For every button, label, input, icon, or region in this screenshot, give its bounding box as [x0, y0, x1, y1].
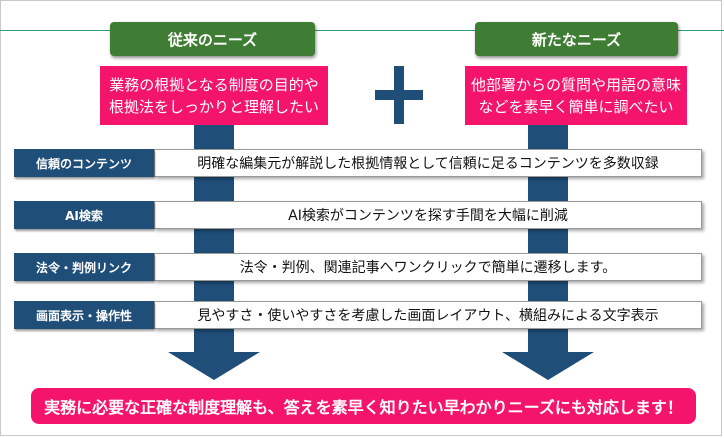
left-arrow-down-icon — [168, 352, 260, 380]
new-need-line-2: などを素早く簡単に調べたい — [478, 97, 674, 116]
top-divider — [0, 30, 724, 31]
feature-description: 明確な編集元が解説した根拠情報として信頼に足るコンテンツを多数収録 — [154, 149, 702, 177]
new-need-line-1: 他部署からの質問や用語の意味 — [471, 75, 682, 94]
feature-description: AI検索がコンテンツを探す手間を大幅に削減 — [154, 201, 702, 229]
traditional-needs-header: 従来のニーズ — [110, 22, 315, 56]
traditional-need-line-1: 業務の根拠となる制度の目的や — [109, 75, 319, 94]
feature-label: AI検索 — [14, 201, 154, 229]
feature-description: 見やすさ・使いやすさを考慮した画面レイアウト、横組みによる文字表示 — [154, 301, 702, 329]
new-needs-box: 他部署からの質問や用語の意味 などを素早く簡単に調べたい — [465, 66, 687, 125]
feature-label: 信頼のコンテンツ — [14, 149, 154, 177]
feature-label: 法令・判例リンク — [14, 253, 154, 281]
feature-label: 画面表示・操作性 — [14, 301, 154, 329]
new-needs-header: 新たなニーズ — [475, 22, 678, 56]
feature-description: 法令・判例、関連記事へワンクリックで簡単に遷移します。 — [154, 253, 702, 281]
right-arrow-down-icon — [502, 352, 594, 380]
conclusion-banner: 実務に必要な正確な制度理解も、答えを素早く知りたい早わかりニーズにも対応します！ — [31, 388, 696, 424]
traditional-need-line-2: 根拠法をしっかりと理解したい — [108, 97, 319, 116]
traditional-needs-box: 業務の根拠となる制度の目的や 根拠法をしっかりと理解したい — [100, 66, 328, 125]
plus-icon-bar — [375, 90, 423, 100]
